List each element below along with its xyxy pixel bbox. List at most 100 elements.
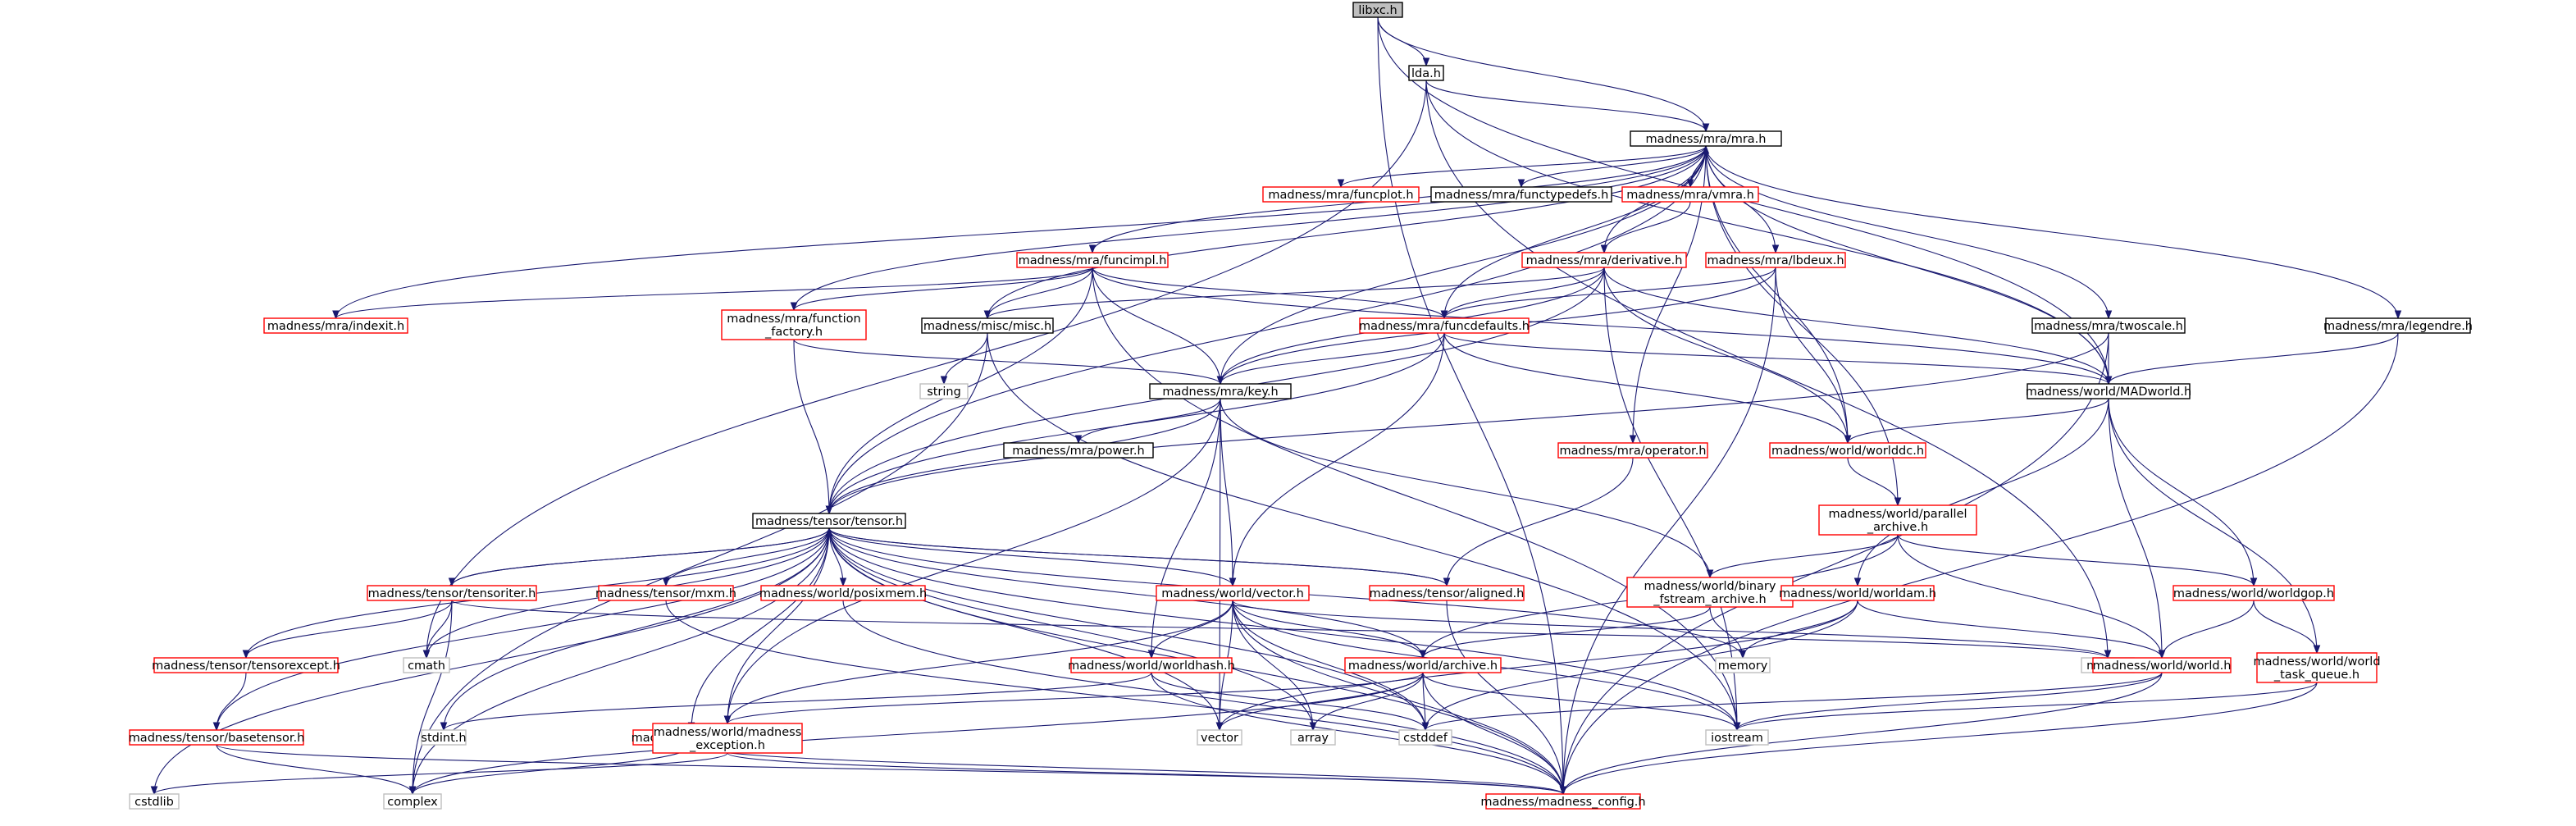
graph-node-twoscale[interactable]: madness/mra/twoscale.h	[2031, 317, 2186, 334]
edge-misc-to-complex	[412, 332, 988, 795]
graph-node-madexc[interactable]: madness/world/madness_exception.h	[652, 723, 803, 754]
edge-lbdeux-to-funcdefaults	[1443, 267, 1776, 319]
graph-node-libxc[interactable]: libxc.h	[1352, 2, 1403, 18]
edge-mxm-to-config	[665, 600, 1564, 795]
edge-vector-to-config	[1232, 600, 1564, 795]
node-label: madness/world/madness	[654, 726, 802, 739]
graph-node-basetensor[interactable]: madness/tensor/basetensor.h	[129, 729, 305, 746]
node-box	[1630, 130, 1782, 147]
graph-node-binary[interactable]: madness/world/binary_fstream_archive.h	[1626, 577, 1794, 608]
node-box	[1398, 729, 1452, 746]
graph-node-worldgop[interactable]: madness/world/worldgop.h	[2173, 585, 2335, 601]
node-box	[2325, 317, 2471, 334]
edge-worldgop-to-world	[2161, 600, 2255, 659]
graph-node-worlddc[interactable]: madness/world/worlddc.h	[1769, 442, 1926, 459]
node-box	[1344, 657, 1502, 673]
graph-node-posixmem[interactable]: madness/world/posixmem.h	[759, 585, 927, 601]
edge-libxc-to-mra	[1377, 16, 1707, 132]
graph-node-indexit[interactable]: madness/mra/indexit.h	[263, 317, 408, 334]
node-label: _factory.h	[764, 326, 823, 339]
edge-worldam-to-vectorstd	[1219, 600, 1858, 731]
node-label: madness/world/world.h	[2093, 659, 2232, 673]
graph-node-aligned[interactable]: madness/tensor/aligned.h	[1369, 585, 1525, 601]
edge-archive-to-complex	[412, 672, 1424, 795]
edge-arrowhead	[332, 310, 340, 320]
node-box	[2031, 317, 2186, 334]
edge-worldam-to-memory	[1742, 600, 1858, 659]
edge-arrowhead	[1733, 722, 1741, 732]
edge-archive-to-iostream	[1422, 672, 1738, 731]
edge-arrowhead	[1419, 650, 1427, 659]
edge-funcfactory-to-key	[793, 339, 1221, 385]
graph-node-power[interactable]: madness/mra/power.h	[1003, 442, 1154, 459]
graph-node-funcimpl[interactable]: madness/mra/funcimpl.h	[1016, 252, 1169, 268]
edge-vector-to-cstddef	[1232, 600, 1426, 731]
node-box	[2027, 383, 2191, 399]
node-label: madness/mra/derivative.h	[1526, 254, 1683, 267]
edge-arrowhead	[1074, 435, 1083, 445]
node-label: madness/tensor/aligned.h	[1370, 587, 1525, 600]
edge-arrowhead	[825, 527, 833, 536]
edge-parallel-to-binary	[1709, 534, 1899, 578]
edge-arrowhead	[212, 722, 221, 732]
node-box	[383, 793, 442, 810]
edge-mra-to-funcplot	[1340, 145, 1707, 188]
graph-node-parallel[interactable]: madness/world/parallel_archive.h	[1818, 504, 1977, 536]
graph-node-tensoriter[interactable]: madness/tensor/tensoriter.h	[367, 585, 537, 601]
node-box	[1557, 442, 1708, 459]
edge-funcdefaults-to-vector	[1232, 332, 1445, 586]
edge-arrowhead	[1853, 577, 1862, 587]
graph-node-funcdefaults[interactable]: madness/mra/funcdefaults.h	[1359, 317, 1530, 334]
node-box	[1016, 252, 1169, 268]
graph-node-funcplot[interactable]: madness/mra/funcplot.h	[1262, 186, 1420, 203]
graph-node-archive[interactable]: madness/world/archive.h	[1344, 657, 1502, 673]
edge-world-to-config	[1562, 672, 2163, 795]
graph-node-tensorexcept[interactable]: madness/tensor/tensorexcept.h	[152, 657, 340, 673]
graph-node-taskqueue[interactable]: madness/world/world_task_queue.h	[2253, 652, 2381, 683]
edge-arrowhead	[1706, 569, 1714, 579]
graph-node-derivative[interactable]: madness/mra/derivative.h	[1521, 252, 1687, 268]
graph-node-mxm[interactable]: madness/tensor/mxm.h	[595, 585, 736, 601]
edge-arrowhead	[1088, 244, 1097, 254]
graph-node-operator[interactable]: madness/mra/operator.h	[1557, 442, 1708, 459]
edge-tensor-to-array	[828, 527, 1314, 731]
node-box	[760, 585, 926, 601]
graph-node-funcfactory[interactable]: madness/mra/function_factory.h	[721, 309, 867, 340]
graph-node-lbdeux[interactable]: madness/mra/lbdeux.h	[1705, 252, 1846, 268]
graph-node-lda[interactable]: lda.h	[1408, 65, 1444, 81]
edge-madexc-to-cstdlib	[153, 752, 728, 795]
graph-node-legendre[interactable]: madness/mra/legendre.h	[2323, 317, 2473, 334]
edge-arrowhead	[1559, 786, 1567, 796]
node-label: madness/world/posixmem.h	[759, 587, 927, 600]
edge-madworld-to-worldam	[1857, 398, 2109, 586]
graph-node-config[interactable]: madness/madness_config.h	[1480, 793, 1646, 810]
graph-node-worldhash[interactable]: madness/world/worldhash.h	[1068, 657, 1235, 673]
edge-arrowhead	[790, 302, 798, 312]
graph-node-stdint: stdint.h	[421, 729, 467, 746]
graph-node-key[interactable]: madness/mra/key.h	[1149, 383, 1292, 399]
graph-node-string: string	[919, 383, 969, 399]
node-label: _fstream_archive.h	[1653, 593, 1766, 606]
graph-node-functypedefs[interactable]: madness/mra/functypedefs.h	[1430, 186, 1612, 203]
node-label: madness/tensor/basetensor.h	[129, 732, 305, 745]
edge-parallel-to-world	[1897, 534, 2163, 659]
graph-node-world[interactable]: madness/world/world.h	[2092, 657, 2232, 673]
node-box	[1352, 2, 1403, 18]
edge-funcimpl-to-iostream	[1092, 267, 1738, 731]
graph-node-vector[interactable]: madness/world/vector.h	[1156, 585, 1310, 601]
graph-node-misc[interactable]: madness/misc/misc.h	[921, 317, 1054, 334]
node-label: madness/mra/funcimpl.h	[1019, 254, 1167, 267]
edge-arrowhead	[1443, 577, 1451, 587]
graph-node-tensor[interactable]: madness/tensor/tensor.h	[752, 513, 906, 529]
edge-madworld-to-world	[2108, 398, 2163, 659]
graph-node-madworld[interactable]: madness/world/MADworld.h	[2026, 383, 2191, 399]
graph-node-vectorstd: vector	[1197, 729, 1242, 746]
graph-node-vmra[interactable]: madness/mra/vmra.h	[1621, 186, 1759, 203]
node-label: madness/world/worlddc.h	[1771, 445, 1924, 458]
edge-tensoriter-to-tensorexcept	[245, 600, 453, 659]
edge-vector-to-archive	[1232, 600, 1424, 659]
graph-node-worldam[interactable]: madness/world/worldam.h	[1779, 585, 1936, 601]
edge-madexc-to-config	[727, 752, 1564, 795]
graph-node-mra[interactable]: madness/mra/mra.h	[1630, 130, 1782, 147]
